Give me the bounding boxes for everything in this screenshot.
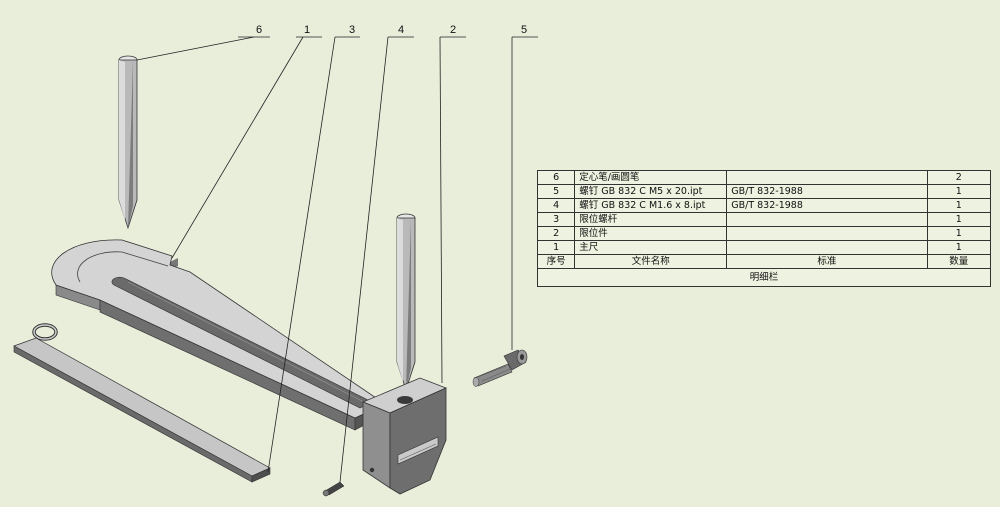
balloon-4: 4 (398, 24, 404, 36)
part-name: 定心笔/画圆笔 (574, 170, 728, 185)
table-row: 3 限位螺杆 1 (536, 212, 992, 227)
balloon-6: 6 (256, 24, 262, 36)
table-row: 2 限位件 1 (536, 226, 992, 241)
part-standard (726, 226, 928, 241)
balloon-1: 1 (304, 24, 310, 36)
table-row: 1 主尺 1 (536, 240, 992, 255)
part-name: 螺钉 GB 832 C M1.6 x 8.ipt (574, 198, 728, 213)
m5-screw (472, 349, 528, 387)
header-name: 文件名称 (574, 254, 728, 269)
limit-rod (13, 323, 271, 483)
small-screw (322, 481, 345, 497)
main-ruler (51, 239, 386, 431)
row-number: 5 (536, 184, 576, 199)
row-number: 3 (536, 212, 576, 227)
table-row: 5 螺钉 GB 832 C M5 x 20.ipt GB/T 832-1988 … (536, 184, 992, 199)
balloon-2: 2 (450, 24, 456, 36)
leader-lines (136, 36, 538, 483)
part-quantity: 1 (926, 198, 992, 213)
part-quantity: 1 (926, 184, 992, 199)
pencil-right (396, 213, 416, 392)
balloon-labels: 6 1 3 4 2 5 (256, 24, 527, 36)
table-title: 明细栏 (537, 268, 991, 287)
balloon-5: 5 (521, 24, 527, 36)
part-name: 主尺 (574, 240, 728, 255)
part-quantity: 1 (926, 226, 992, 241)
table-header-row: 序号 文件名称 标准 数量 (536, 254, 992, 269)
header-quantity: 数量 (926, 254, 992, 269)
part-name: 限位件 (574, 226, 728, 241)
part-standard (726, 170, 928, 185)
table-row: 4 螺钉 GB 832 C M1.6 x 8.ipt GB/T 832-1988… (536, 198, 992, 213)
bill-of-materials-table: 6 定心笔/画圆笔 2 5 螺钉 GB 832 C M5 x 20.ipt GB… (536, 170, 992, 287)
table-title-row: 明细栏 (537, 268, 991, 287)
part-standard (726, 240, 928, 255)
part-quantity: 1 (926, 212, 992, 227)
part-standard: GB/T 832-1988 (726, 198, 928, 213)
row-number: 6 (536, 170, 576, 185)
part-name: 螺钉 GB 832 C M5 x 20.ipt (574, 184, 728, 199)
pencil-left (118, 55, 138, 230)
part-name: 限位螺杆 (574, 212, 728, 227)
limit-block (361, 377, 448, 495)
table-row: 6 定心笔/画圆笔 2 (536, 170, 992, 185)
balloon-3: 3 (349, 24, 355, 36)
part-standard (726, 212, 928, 227)
header-standard: 标准 (726, 254, 928, 269)
row-number: 4 (536, 198, 576, 213)
part-quantity: 1 (926, 240, 992, 255)
header-number: 序号 (536, 254, 576, 269)
row-number: 2 (536, 226, 576, 241)
row-number: 1 (536, 240, 576, 255)
part-quantity: 2 (926, 170, 992, 185)
part-standard: GB/T 832-1988 (726, 184, 928, 199)
